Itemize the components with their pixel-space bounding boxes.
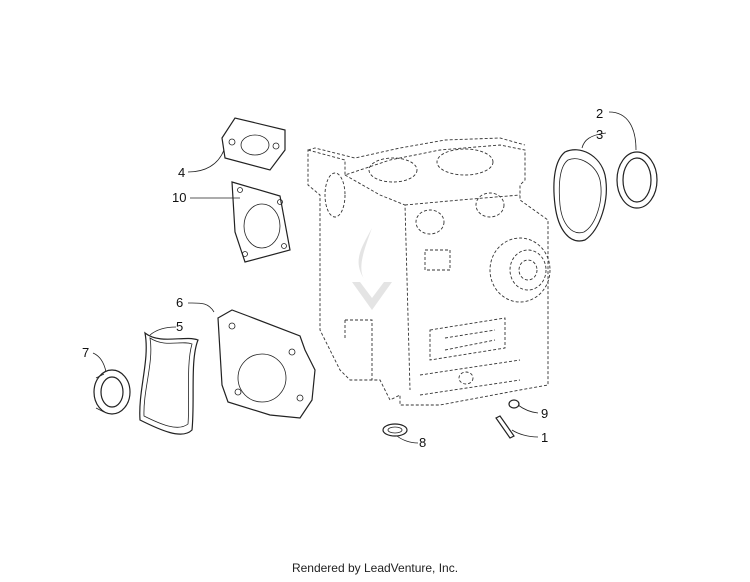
part-2-seal [616, 151, 658, 209]
footer-credit: Rendered by LeadVenture, Inc. [291, 561, 459, 575]
part-8-oring [382, 423, 408, 437]
callout-label-7: 7 [82, 345, 89, 360]
callout-label-3: 3 [596, 127, 603, 142]
watermark-logo [352, 228, 392, 310]
leader-lines [92, 111, 637, 444]
callout-label-6: 6 [176, 295, 183, 310]
callout-label-8: 8 [419, 435, 426, 450]
part-4-gasket [221, 117, 286, 171]
callout-label-1: 1 [541, 430, 548, 445]
engine-block [307, 137, 551, 406]
part-10-gasket [231, 181, 291, 263]
part-3-gasket [553, 149, 607, 242]
part-7-seal [93, 369, 131, 415]
callout-label-2: 2 [596, 106, 603, 121]
callout-label-10: 10 [172, 190, 186, 205]
part-6-gasket [217, 309, 316, 419]
callout-label-9: 9 [541, 406, 548, 421]
callout-label-5: 5 [176, 319, 183, 334]
part-1-pin [495, 415, 515, 439]
part-5-gasket [139, 331, 199, 435]
part-9-oring [508, 399, 520, 409]
callout-label-4: 4 [178, 165, 185, 180]
